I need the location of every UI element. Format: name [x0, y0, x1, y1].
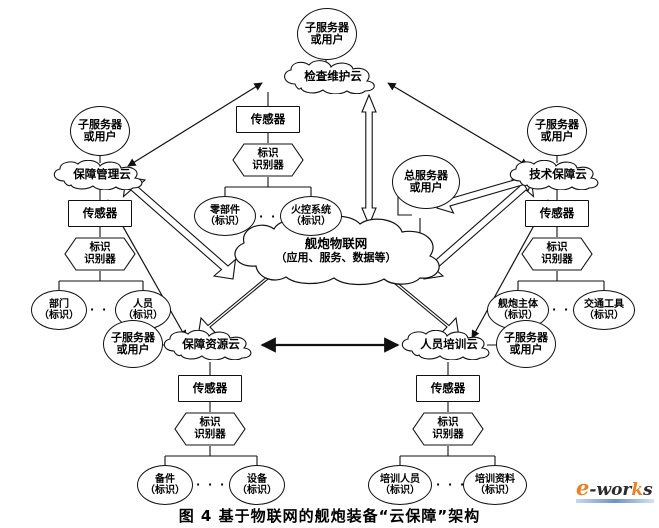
leaf-vehicle-line2: （标识）: [584, 310, 624, 321]
node-leaf-component-inspection[interactable]: 零部件 （标识）: [194, 196, 256, 236]
subserver-support-mgmt-line1: 子服务器: [78, 117, 122, 131]
reader-tech-line2: 识别器: [541, 253, 573, 265]
dots-training: · · ·: [436, 478, 467, 491]
leaf-firecontrol-line1: 火控系统: [291, 204, 331, 216]
node-sensor-support-mgmt[interactable]: 传感器: [68, 200, 132, 227]
node-subserver-resource[interactable]: 子服务器 或用户: [103, 320, 163, 368]
leaf-spare-part-line1: 备件: [155, 473, 175, 485]
node-leaf-trainee[interactable]: 培训人员 （标识）: [368, 465, 432, 505]
node-sensor-resource[interactable]: 传感器: [178, 375, 242, 402]
node-reader-inspection[interactable]: 标识 识别器: [232, 143, 304, 177]
cloud-iot-central[interactable]: 舰炮物联网 （应用、服务、数据等）: [222, 216, 450, 286]
reader-training-line1: 标识: [437, 416, 459, 429]
sensor-tech-label: 传感器: [539, 206, 575, 221]
leaf-trainee-line1: 培训人员: [380, 473, 420, 485]
cloud-technical-support[interactable]: 技术保障云: [504, 160, 612, 190]
leaf-component-line1: 零部件: [210, 204, 240, 216]
leaf-vehicle-line1: 交通工具: [584, 298, 624, 310]
cloud-training-label: 人员培训云: [420, 337, 478, 352]
leaf-gun-body-line1: 舰炮主体: [498, 298, 538, 310]
leaf-equipment-line1: 设备: [247, 473, 267, 485]
node-leaf-spare-part[interactable]: 备件 （标识）: [137, 465, 193, 505]
leaf-firecontrol-line2: （标识）: [291, 216, 331, 227]
node-sensor-inspection[interactable]: 传感器: [236, 106, 300, 133]
iot-cloud-line2: （应用、服务、数据等）: [275, 250, 397, 264]
logo-letter-e: e: [576, 475, 590, 500]
reader-training-line2: 识别器: [432, 428, 464, 440]
subserver-training-line2: 或用户: [509, 343, 543, 356]
reader-tech-line1: 标识: [546, 241, 568, 254]
logo-wor: wor: [596, 480, 632, 500]
node-reader-tech[interactable]: 标识 识别器: [521, 237, 593, 271]
main-server-line2: 或用户: [409, 181, 443, 194]
reader-inspection-line1: 标识: [257, 147, 279, 160]
sensor-support-mgmt-label: 传感器: [82, 206, 118, 221]
sensor-inspection-label: 传感器: [250, 112, 286, 127]
leaf-component-line2: （标识）: [205, 216, 245, 227]
node-sensor-tech[interactable]: 传感器: [525, 200, 589, 227]
reader-resource-line1: 标识: [199, 416, 221, 429]
leaf-personnel-line1: 人员: [133, 298, 153, 310]
cloud-tech-label: 技术保障云: [529, 167, 587, 182]
leaf-spare-part-line2: （标识）: [145, 485, 185, 496]
subserver-tech-line2: 或用户: [540, 130, 574, 143]
cloud-inspection-maintenance[interactable]: 检查维护云: [277, 60, 389, 94]
leaf-training-material-line2: （标识）: [475, 485, 515, 496]
leaf-equipment-line2: （标识）: [237, 485, 277, 496]
reader-support-mgmt-line1: 标识: [89, 241, 111, 254]
figure-caption: 图 4 基于物联网的舰炮装备“云保障”架构: [178, 507, 481, 525]
cloud-inspection-label: 检查维护云: [304, 69, 362, 84]
subserver-inspection-line1: 子服务器: [305, 20, 349, 34]
leaf-trainee-line2: （标识）: [380, 485, 420, 496]
cloud-personnel-training[interactable]: 人员培训云: [396, 330, 502, 360]
logo-s: s: [643, 480, 653, 500]
node-leaf-training-material[interactable]: 培训资料 （标识）: [463, 465, 527, 505]
subserver-support-mgmt-line2: 或用户: [83, 130, 117, 143]
node-sensor-training[interactable]: 传感器: [416, 375, 480, 402]
subserver-tech-line1: 子服务器: [535, 117, 579, 131]
reader-resource-line2: 识别器: [194, 428, 226, 440]
sensor-resource-label: 传感器: [192, 381, 228, 396]
node-leaf-firecontrol-inspection[interactable]: 火控系统 （标识）: [280, 196, 342, 236]
leaf-department-line1: 部门: [49, 298, 69, 310]
leaf-department-line2: （标识）: [39, 310, 79, 321]
node-leaf-vehicle[interactable]: 交通工具 （标识）: [573, 290, 635, 330]
subserver-inspection-line2: 或用户: [310, 33, 344, 46]
logo-underline-bar: [576, 499, 654, 503]
node-subserver-support-mgmt[interactable]: 子服务器 或用户: [70, 106, 130, 156]
dots-resource: · · ·: [196, 478, 227, 491]
node-leaf-equipment[interactable]: 设备 （标识）: [229, 465, 285, 505]
node-main-server[interactable]: 总服务器 或用户: [392, 155, 460, 209]
node-subserver-tech[interactable]: 子服务器 或用户: [527, 106, 587, 156]
cloud-resource-label: 保障资源云: [182, 337, 240, 352]
link-inspection-to-tech: [387, 82, 529, 167]
main-server-line1: 总服务器: [404, 168, 448, 182]
reader-inspection-line2: 识别器: [252, 159, 284, 171]
link-support-mgmt-to-inspection: [127, 82, 263, 167]
leaf-training-material-line1: 培训资料: [475, 473, 515, 485]
reader-support-mgmt-line2: 识别器: [84, 253, 116, 265]
cloud-support-management[interactable]: 保障管理云: [48, 160, 156, 190]
eworks-watermark-logo: e-works: [576, 477, 654, 503]
logo-dash: -: [589, 480, 597, 500]
node-reader-training[interactable]: 标识 识别器: [412, 412, 484, 446]
cloud-support-resource[interactable]: 保障资源云: [158, 330, 264, 360]
subserver-resource-line2: 或用户: [116, 343, 150, 356]
node-subserver-training[interactable]: 子服务器 或用户: [496, 320, 556, 368]
cloud-support-mgmt-label: 保障管理云: [73, 167, 131, 182]
sensor-training-label: 传感器: [430, 381, 466, 396]
node-reader-resource[interactable]: 标识 识别器: [174, 412, 246, 446]
iot-cloud-line1: 舰炮物联网: [304, 236, 368, 252]
logo-k: k: [631, 480, 644, 500]
node-leaf-department[interactable]: 部门 （标识）: [31, 290, 87, 330]
arrow-inspection-iot: [361, 93, 377, 227]
node-subserver-inspection[interactable]: 子服务器 或用户: [297, 8, 357, 60]
node-reader-support-mgmt[interactable]: 标识 识别器: [64, 237, 136, 271]
